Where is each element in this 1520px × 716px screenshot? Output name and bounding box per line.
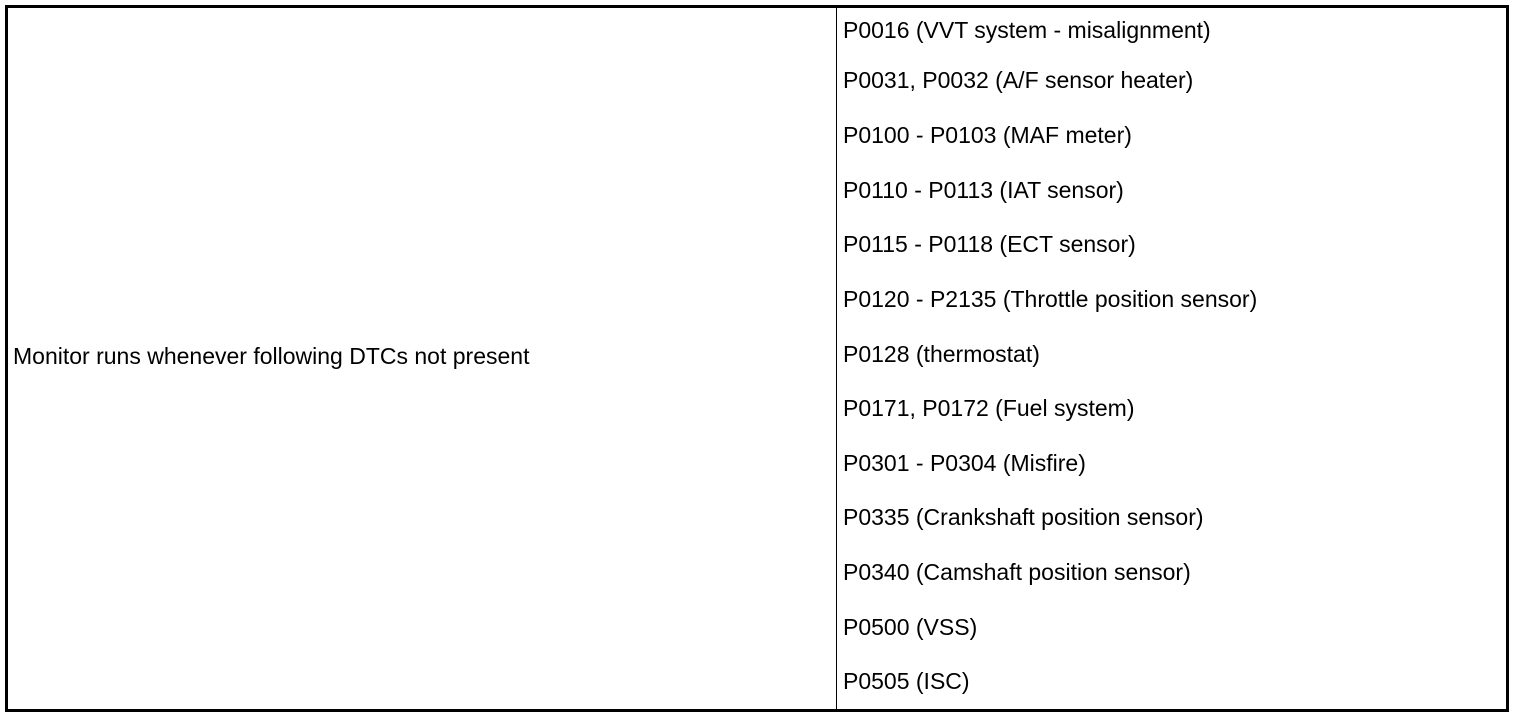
dtc-item: P0340 (Camshaft position sensor) bbox=[843, 558, 1191, 585]
dtc-item: P0505 (ISC) bbox=[843, 668, 970, 695]
dtc-item: P0335 (Crankshaft position sensor) bbox=[843, 504, 1204, 531]
dtc-item: P0115 - P0118 (ECT sensor) bbox=[843, 231, 1136, 258]
dtc-item: P0301 - P0304 (Misfire) bbox=[843, 449, 1086, 476]
dtc-item: P0128 (thermostat) bbox=[843, 340, 1040, 367]
dtc-item: P0016 (VVT system - misalignment) bbox=[843, 17, 1211, 44]
condition-label: Monitor runs whenever following DTCs not… bbox=[13, 343, 530, 369]
dtc-item: P0031, P0032 (A/F sensor heater) bbox=[843, 67, 1194, 94]
dtc-item: P0171, P0172 (Fuel system) bbox=[843, 395, 1135, 422]
dtc-item: P0110 - P0113 (IAT sensor) bbox=[843, 176, 1124, 203]
condition-cell: Monitor runs whenever following DTCs not… bbox=[8, 8, 837, 709]
dtc-item: P0500 (VSS) bbox=[843, 613, 978, 640]
dtc-item: P0120 - P2135 (Throttle position sensor) bbox=[843, 285, 1258, 312]
dtc-list-cell: P0016 (VVT system - misalignment) P0031,… bbox=[837, 8, 1506, 709]
dtc-condition-table: Monitor runs whenever following DTCs not… bbox=[5, 5, 1509, 712]
dtc-item: P0100 - P0103 (MAF meter) bbox=[843, 122, 1132, 149]
